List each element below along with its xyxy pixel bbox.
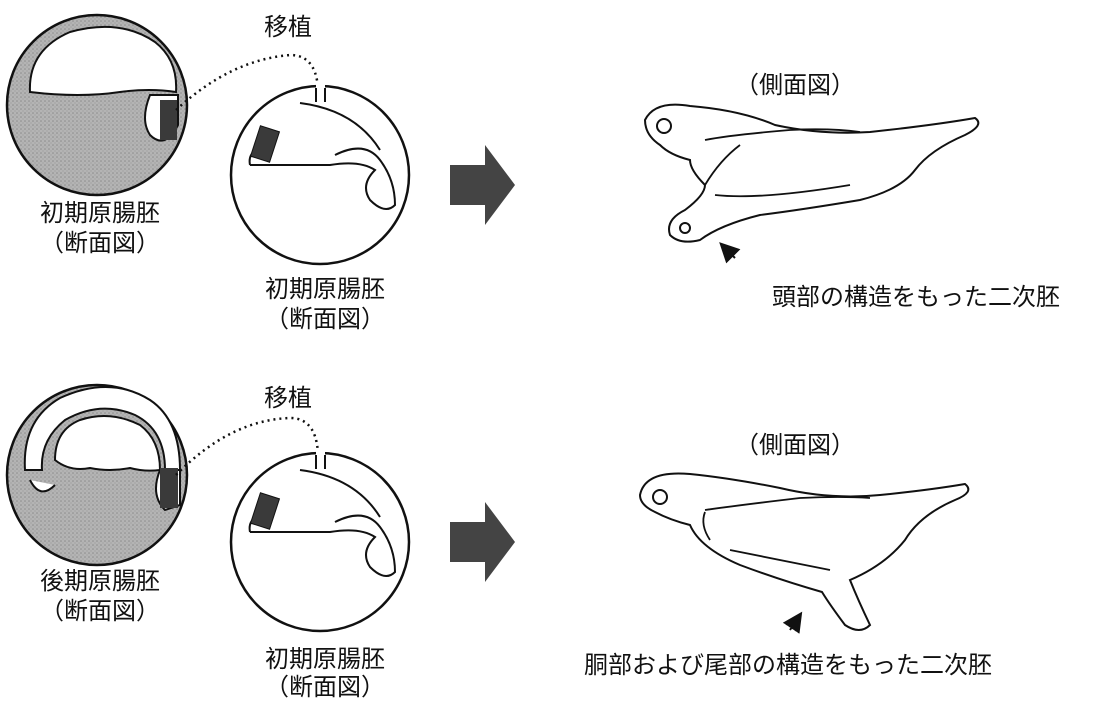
top-transplant-label: 移植	[264, 13, 312, 41]
bottom-transplant-label: 移植	[264, 384, 312, 412]
top-host-label-line1: 初期原腸胚	[265, 275, 385, 303]
top-side-view-label: （側面図）	[735, 71, 855, 99]
top-donor-label-line2: （断面図）	[40, 229, 160, 257]
top-graft-source	[160, 100, 177, 140]
top-result-arrow	[450, 145, 515, 225]
bottom-donor-label-line1: 後期原腸胚	[40, 567, 160, 595]
top-donor-embryo	[5, 13, 189, 197]
top-graft-implant	[249, 125, 281, 163]
bottom-host-embryo	[229, 450, 411, 633]
bottom-side-view-label: （側面図）	[735, 431, 855, 459]
bottom-host-label-line1: 初期原腸胚	[265, 645, 385, 673]
bottom-result-arrow	[450, 502, 515, 582]
top-secondary-embryo	[643, 103, 980, 264]
bottom-result-label: 胴部および尾部の構造をもった二次胚	[584, 651, 992, 679]
bottom-donor-embryo	[5, 383, 189, 567]
top-host-embryo	[229, 83, 411, 266]
top-host-label-line2: （断面図）	[265, 305, 385, 333]
top-result-label: 頭部の構造をもった二次胚	[772, 283, 1060, 311]
bottom-donor-label-line2: （断面図）	[40, 597, 160, 625]
top-donor-label-line1: 初期原腸胚	[40, 199, 160, 227]
bottom-graft-implant	[249, 492, 281, 530]
bottom-secondary-embryo	[638, 472, 970, 634]
bottom-host-label-line2: （断面図）	[265, 673, 385, 701]
bottom-graft-source	[160, 468, 178, 508]
